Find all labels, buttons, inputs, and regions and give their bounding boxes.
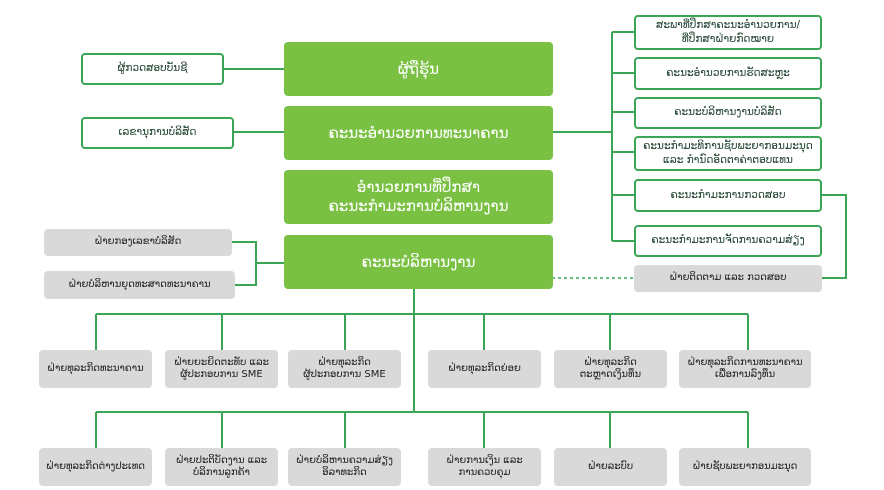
company-secretary-box: ເລຂານຸການບໍລິສັດ [81, 117, 234, 149]
secretariat-dept-box: ຝ່າຍກອງເລຂາບໍລິສັດ [44, 229, 232, 256]
advisory-line-2: ຄະນະກຳມະການບໍລິຫານງານ [328, 197, 509, 215]
monitoring-dept-box: ຝ່າຍຕິດຕາມ ແລະ ກວດສອບ [634, 265, 822, 292]
committee-box: ສະພາທີ່ປຶກສາຄະນະອຳນວຍການ/ ທີ່ປຶກສາຝ່າຍກົ… [634, 15, 822, 50]
shareholders-box: ຜູ້ຖືຮຸ້ນ [284, 42, 553, 96]
department-label: ຝ່າຍທຸລະກິດທະນາຄານ [47, 362, 144, 374]
committee-line: ຄະນະກຳມະການຈັດການຄວາມສ່ຽງ [651, 234, 805, 247]
department-label: ຜູ້ປະກອບການ SME [180, 369, 263, 380]
secretariat-label: ຝ່າຍກອງເລຂາບໍລິສັດ [94, 236, 182, 248]
department-label: ຝ່າຍທຸລະກິດຍ່ອຍ [448, 362, 521, 374]
committee-box: ຄະນະບໍລິຫານງານບໍລິສັດ [634, 97, 822, 129]
department-box: ຝ່າຍທຸລະກິດ ຕະຫຼາດເງິນທຶນ [554, 350, 667, 388]
committee-line: ທີ່ປຶກສາຝ່າຍກົດໝາຍ [681, 32, 775, 45]
committee-box: ຄະນະກຳມະການຈັດການຄວາມສ່ຽງ [634, 225, 822, 257]
department-box: ຝ່າຍທຸລະກິດຍ່ອຍ [428, 350, 541, 388]
department-label: ຝ່າຍບໍລິຫານຄວາມສ່ຽງ [296, 454, 393, 466]
auditor-box: ຜູ້ກວດສອບບັນຊີ [81, 53, 224, 85]
department-box: ຝ່າຍທຸລະກິດທະນາຄານ [39, 350, 152, 388]
department-label: ເພື່ອການລົງທຶນ [714, 369, 776, 380]
department-box: ຝ່າຍປະຕິບັດງານ ແລະ ບໍລິການລູກຄ້າ [165, 448, 278, 486]
department-box: ຝ່າຍຍະຍິດຕະທັບ ແລະ ຜູ້ປະກອບການ SME [165, 350, 278, 388]
department-label: ຝ່າຍຍະຍິດຕະທັບ ແລະ [174, 356, 269, 368]
committee-line: ແລະ ກຳນົດອັດຕາຄ່າຕອບແທນ [663, 153, 793, 166]
committee-line: ຄະນະກຳມະທິການຊັບພະຍາກອນມະນຸດ [643, 140, 813, 153]
committee-box: ຄະນະອຳນວຍການຮັດສະຫຼະ [634, 57, 822, 90]
committee-line: ຄະນະກຳມະການກວດສອບ [670, 188, 786, 201]
department-label: ຝ່າຍຊັບພະຍາກອນມະນຸດ [692, 460, 798, 472]
department-box: ຝ່າຍທຸລະກິດ ຜູ້ປະກອບການ SME [288, 350, 401, 388]
strategy-label: ຝ່າຍບໍລິຫານຍຸດທະສາດທະນາຄານ [68, 278, 211, 290]
department-label: ບໍລິການລູກຄ້າ [193, 467, 250, 478]
department-label: ຝ່າຍປະຕິບັດງານ ແລະ [175, 454, 268, 466]
board-of-directors-box: ຄະນະອຳນວຍການທະນາຄານ [284, 106, 553, 160]
department-box: ຝ່າຍບໍລິຫານຄວາມສ່ຽງ ອິລາທະກິດ [288, 448, 401, 486]
department-label: ຝ່າຍລະບົບ [587, 460, 634, 472]
department-label: ຝ່າຍການເງິນ ແລະ [446, 454, 523, 466]
committee-box: ຄະນະກຳມະທິການຊັບພະຍາກອນມະນຸດ ແລະ ກຳນົດອັ… [634, 136, 822, 171]
department-box: ຝ່າຍລະບົບ [554, 448, 667, 486]
committee-line: ຄະນະອຳນວຍການຮັດສະຫຼະ [666, 66, 790, 79]
advisory-box: ອຳນວຍການທີ່ປຶກສາ ຄະນະກຳມະການບໍລິຫານງານ [284, 170, 553, 224]
shareholders-label: ຜູ້ຖືຮຸ້ນ [398, 59, 439, 78]
department-label: ຝ່າຍທຸລະກິດຕ່າງປະເທດ [46, 460, 145, 472]
advisory-line-1: ອຳນວຍການທີ່ປຶກສາ [356, 178, 481, 197]
department-label: ຕະຫຼາດເງິນທຶນ [579, 369, 642, 380]
department-box: ຝ່າຍຊັບພະຍາກອນມະນຸດ [679, 448, 811, 486]
department-label: ຝ່າຍທຸລະກິດການທະນາຄານ [687, 356, 803, 368]
department-label: ການຄວບຄຸມ [458, 467, 511, 478]
committee-line: ຄະນະບໍລິຫານງານບໍລິສັດ [674, 106, 782, 119]
monitoring-label: ຝ່າຍຕິດຕາມ ແລະ ກວດສອບ [669, 272, 787, 284]
strategy-dept-box: ຝ່າຍບໍລິຫານຍຸດທະສາດທະນາຄານ [44, 271, 235, 299]
secretary-label: ເລຂານຸການບໍລິສັດ [118, 126, 197, 139]
executive-board-box: ຄະນະບໍລິຫານງານ [284, 235, 553, 289]
department-box: ຝ່າຍທຸລະກິດຕ່າງປະເທດ [39, 448, 152, 486]
department-label: ອິລາທະກິດ [322, 467, 367, 478]
board-label: ຄະນະອຳນວຍການທະນາຄານ [328, 123, 509, 142]
auditor-label: ຜູ້ກວດສອບບັນຊີ [117, 62, 188, 75]
committee-box: ຄະນະກຳມະການກວດສອບ [634, 179, 822, 212]
department-label: ຝ່າຍທຸລະກິດ [584, 356, 637, 368]
department-label: ຜູ້ປະກອບການ SME [303, 369, 386, 380]
executive-label: ຄະນະບໍລິຫານງານ [361, 252, 476, 271]
department-label: ຝ່າຍທຸລະກິດ [318, 356, 371, 368]
department-box: ຝ່າຍທຸລະກິດການທະນາຄານ ເພື່ອການລົງທຶນ [679, 350, 811, 388]
department-box: ຝ່າຍການເງິນ ແລະ ການຄວບຄຸມ [428, 448, 541, 486]
committee-line: ສະພາທີ່ປຶກສາຄະນະອຳນວຍການ/ [655, 19, 801, 32]
